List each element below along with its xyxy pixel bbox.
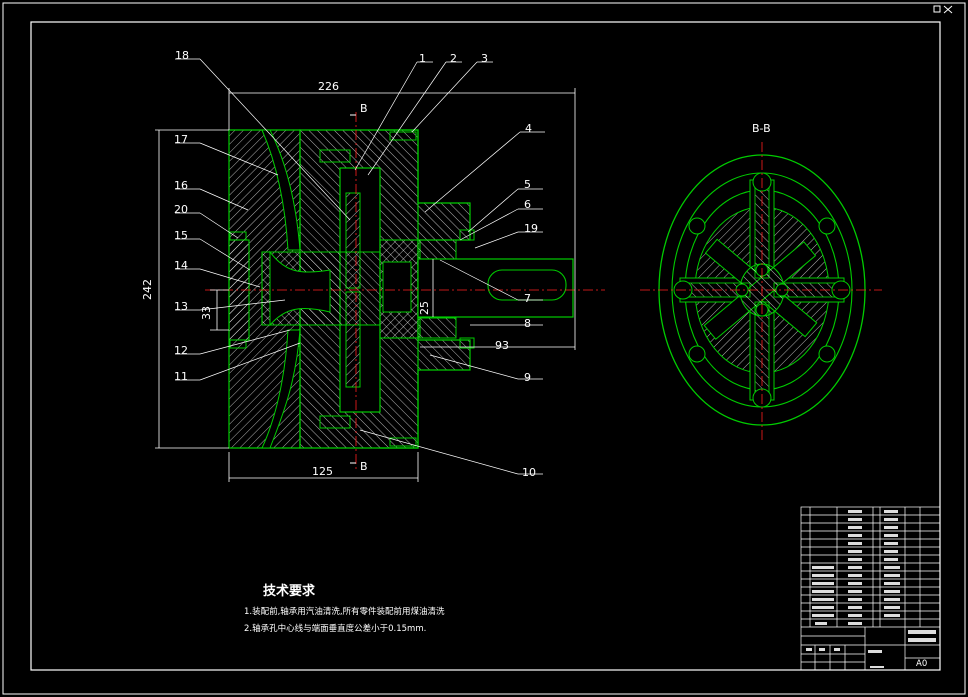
part-label-7: 7 [524, 292, 531, 305]
top-bolt-right [389, 131, 417, 141]
tech-req-title: 技术要求 [263, 583, 316, 599]
left-cover-cavity [261, 129, 301, 449]
dim-overall-length: 226 [318, 80, 339, 93]
part-label-17: 17 [174, 133, 188, 146]
left-bolt-top [229, 231, 247, 241]
dimension-lines [155, 88, 576, 482]
front-section-view [205, 112, 605, 470]
part-label-19: 19 [524, 222, 538, 235]
part-label-9: 9 [524, 371, 531, 384]
part-label-12: 12 [174, 344, 188, 357]
section-cut-marks: B B [350, 102, 368, 473]
part-label-5: 5 [524, 178, 531, 191]
window-controls [933, 5, 953, 14]
cut-mark-bottom: B [360, 460, 368, 473]
part-number-labels: 1 2 3 4 5 6 7 8 9 10 11 12 13 14 15 16 1… [174, 49, 538, 479]
dim-shaft-length: 93 [495, 339, 509, 352]
cut-mark-top: B [360, 102, 368, 115]
part-label-8: 8 [524, 317, 531, 330]
part-label-6: 6 [524, 198, 531, 211]
part-label-20: 20 [174, 203, 188, 216]
tech-req-item-1: 1.装配前,轴承用汽油清洗,所有零件装配前用煤油清洗 [244, 606, 445, 617]
part-label-2: 2 [450, 52, 457, 65]
bearing-cap-top [417, 239, 457, 261]
hub-groove [269, 250, 331, 327]
part-label-13: 13 [174, 300, 188, 313]
top-bolt-left [319, 149, 351, 163]
part-label-1: 1 [419, 52, 426, 65]
title-block-fineprint [806, 510, 936, 668]
shaft-bolt-bottom [459, 337, 475, 349]
section-bb-view: B-B [640, 122, 882, 440]
dim-shaft-diameter: 25 [418, 301, 431, 315]
sheet-size: A0 [916, 659, 927, 669]
title-block [800, 506, 941, 671]
bearing-cap-bottom [417, 317, 457, 339]
section-title: B-B [752, 122, 771, 135]
dimension-texts: 226 242 125 93 33 25 [141, 80, 509, 478]
bottom-bolt-left [319, 415, 351, 429]
part-label-18: 18 [175, 49, 189, 62]
part-label-4: 4 [525, 122, 532, 135]
dim-body-width: 125 [312, 465, 333, 478]
part-label-15: 15 [174, 229, 188, 242]
part-label-16: 16 [174, 179, 188, 192]
technical-requirements: 技术要求 1.装配前,轴承用汽油清洗,所有零件装配前用煤油清洗 2.轴承孔中心线… [244, 583, 445, 634]
part-label-3: 3 [481, 52, 488, 65]
bottom-bolt-right [389, 437, 417, 447]
part-label-14: 14 [174, 259, 188, 272]
dim-overall-height: 242 [141, 279, 154, 300]
leader-lines [175, 58, 545, 475]
dim-hub-diameter: 33 [200, 306, 213, 320]
part-label-11: 11 [174, 370, 188, 383]
drawing-border [30, 21, 941, 671]
left-bolt-bottom [229, 339, 247, 349]
bearing-inner [382, 261, 412, 313]
tech-req-item-2: 2.轴承孔中心线与端面垂直度公差小于0.15mm. [244, 623, 426, 634]
shaft-bolt-top [459, 229, 475, 241]
part-label-10: 10 [522, 466, 536, 479]
